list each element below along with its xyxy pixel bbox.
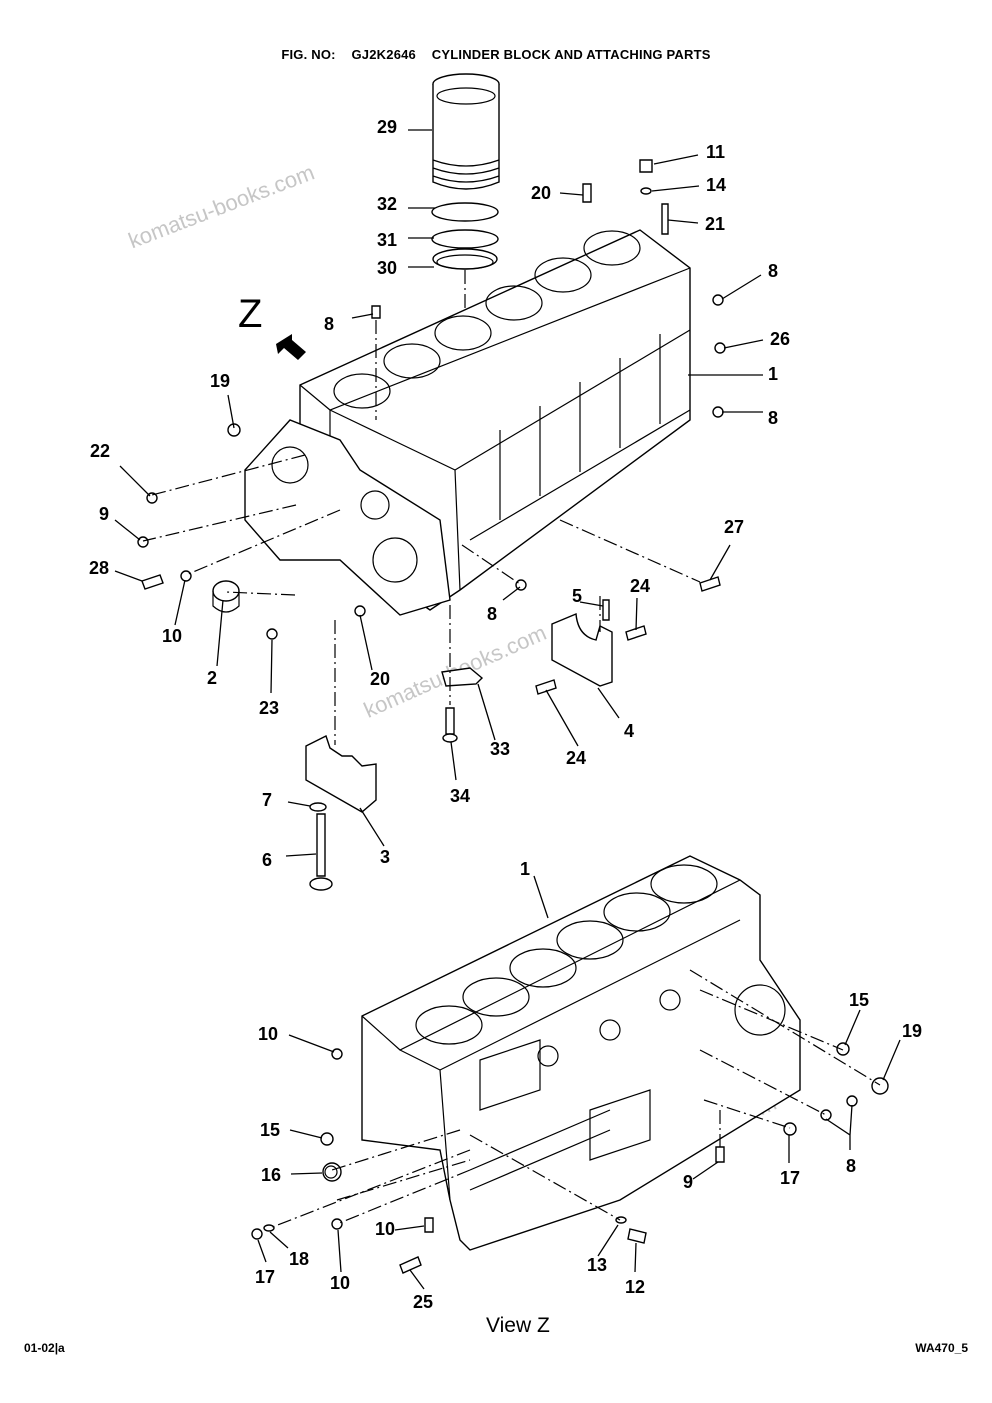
callout-6: 6 (262, 850, 272, 870)
callout-12: 12 (625, 1277, 645, 1297)
callout-13: 13 (587, 1255, 607, 1275)
callout-24-b: 24 (566, 748, 586, 768)
callout-17-left: 17 (255, 1267, 275, 1287)
callout-21: 21 (705, 214, 725, 234)
callout-10-a-lower: 10 (258, 1024, 278, 1044)
callout-15-right: 15 (849, 990, 869, 1010)
callout-19-lower: 19 (902, 1021, 922, 1041)
callout-9-lower: 9 (683, 1172, 693, 1192)
callout-8-d: 8 (487, 604, 497, 624)
callout-30: 30 (377, 258, 397, 278)
lower-leader-lines (257, 875, 901, 1290)
callout-20-top: 20 (531, 183, 551, 203)
callout-27: 27 (724, 517, 744, 537)
callout-10-c-lower: 10 (330, 1273, 350, 1293)
callout-8-b: 8 (324, 314, 334, 334)
cylinder-liner (432, 73, 500, 190)
fig-number: GJ2K2646 (351, 47, 416, 62)
callout-31: 31 (377, 230, 397, 250)
callout-9-upper: 9 (99, 504, 109, 524)
view-z-caption: View Z (486, 1314, 550, 1337)
lower-callouts: 1 10 15 19 15 16 8 17 9 10 18 17 10 25 1… (255, 859, 922, 1312)
callout-7: 7 (262, 790, 272, 810)
callout-23: 23 (259, 698, 279, 718)
callout-8-lower: 8 (846, 1156, 856, 1176)
callout-10-upper: 10 (162, 626, 182, 646)
upper-callouts: 29 32 31 30 11 14 20 21 8 8 26 1 8 19 22… (89, 117, 790, 870)
callout-14: 14 (706, 175, 726, 195)
callout-33: 33 (490, 739, 510, 759)
callout-5: 5 (572, 586, 582, 606)
callout-4: 4 (624, 721, 634, 741)
callout-11: 11 (706, 142, 725, 162)
upper-small-parts (137, 159, 726, 891)
callout-32: 32 (377, 194, 397, 214)
fig-label: FIG. NO: (281, 47, 336, 62)
callout-1-lower: 1 (520, 859, 530, 879)
callout-28: 28 (89, 558, 109, 578)
upper-cylinder-block (244, 229, 691, 616)
callout-29: 29 (377, 117, 397, 137)
callout-17-right: 17 (780, 1168, 800, 1188)
lower-small-parts (251, 1042, 889, 1274)
liner-o-rings (431, 202, 499, 270)
callout-26: 26 (770, 329, 790, 349)
figure-header: FIG. NO: GJ2K2646 CYLINDER BLOCK AND ATT… (0, 47, 992, 62)
callout-25: 25 (413, 1292, 433, 1312)
callout-3: 3 (380, 847, 390, 867)
callout-10-b-lower: 10 (375, 1219, 395, 1239)
footer-page-ref: 01-02|a (24, 1341, 65, 1355)
lower-cylinder-block (361, 855, 801, 1251)
callout-15-left: 15 (260, 1120, 280, 1140)
callout-19-upper: 19 (210, 371, 230, 391)
callout-24-a: 24 (630, 576, 650, 596)
callout-34: 34 (450, 786, 470, 806)
callout-8-c: 8 (768, 408, 778, 428)
footer-model-ref: WA470_5 (915, 1341, 968, 1355)
callout-20-mid: 20 (370, 669, 390, 689)
upper-leader-lines (114, 129, 764, 857)
callout-16: 16 (261, 1165, 281, 1185)
callout-18: 18 (289, 1249, 309, 1269)
callout-22: 22 (90, 441, 110, 461)
callout-1-upper: 1 (768, 364, 778, 384)
callout-8-a: 8 (768, 261, 778, 281)
view-z-marker: Z (238, 292, 263, 336)
view-z-arrow (276, 334, 306, 360)
fig-title: CYLINDER BLOCK AND ATTACHING PARTS (431, 47, 711, 62)
callout-2: 2 (207, 668, 217, 688)
